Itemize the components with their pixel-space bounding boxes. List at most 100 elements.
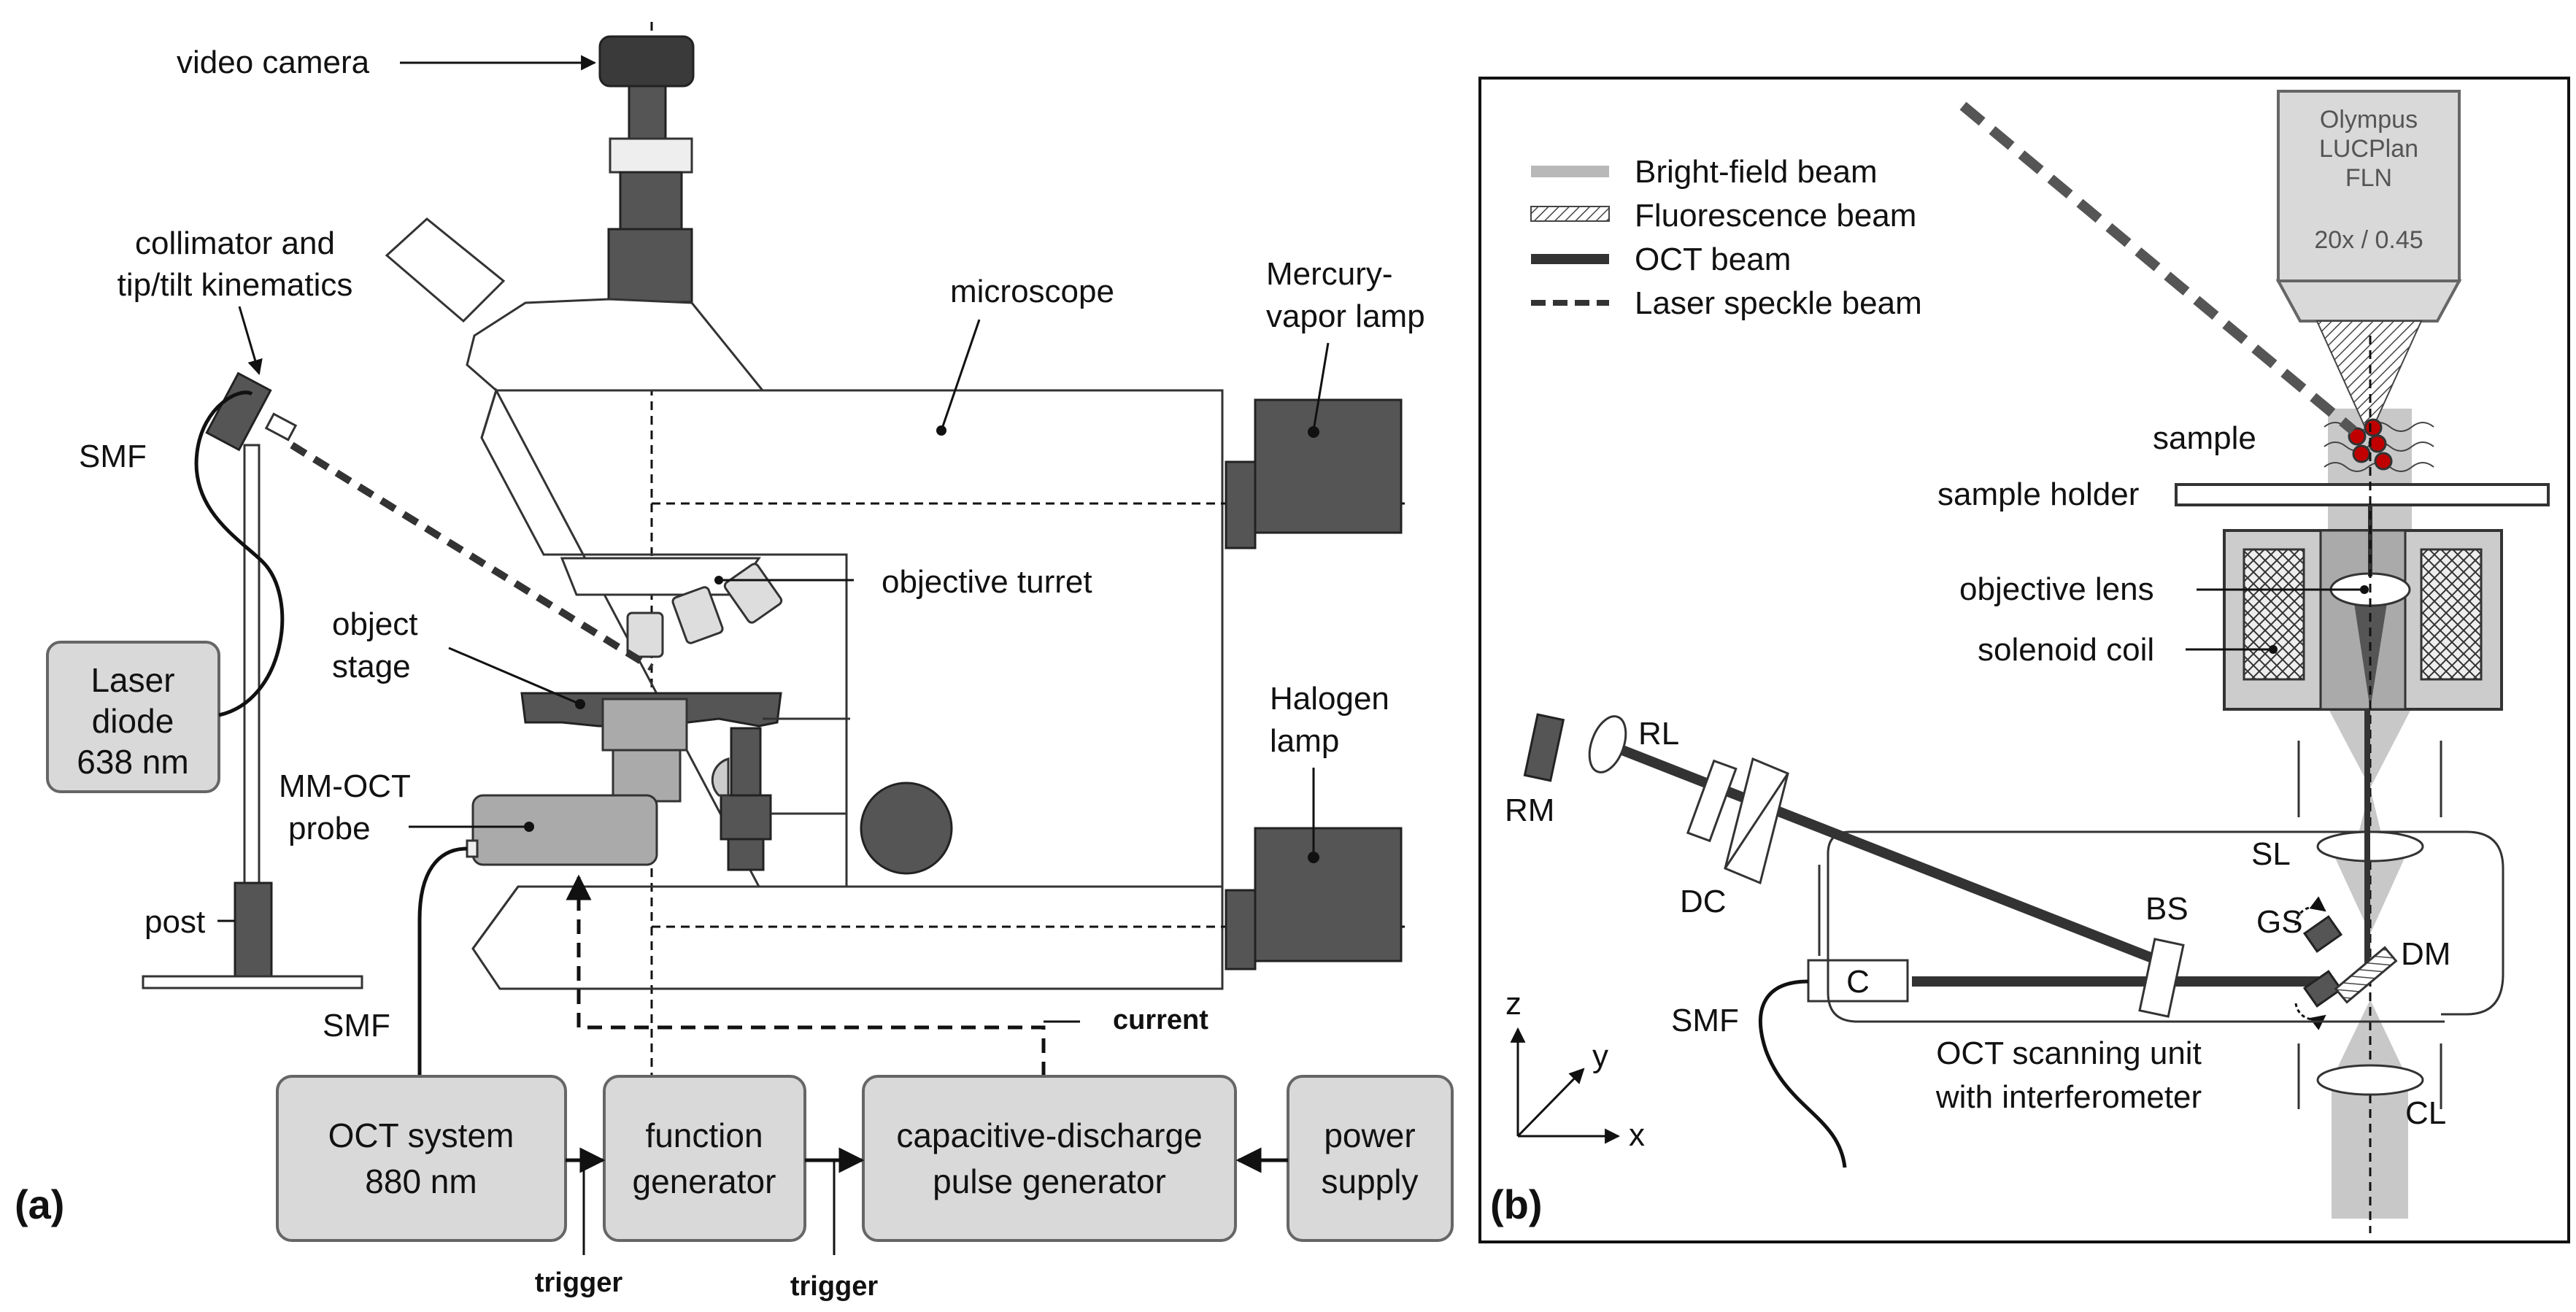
label-dc: DC	[1680, 884, 1727, 919]
label-mmoct-2: probe	[288, 811, 371, 846]
label-sample-holder: sample holder	[1937, 476, 2139, 512]
pulse-box-line1: capacitive-discharge	[896, 1116, 1202, 1154]
stage-holder	[601, 698, 688, 752]
galvo-rotation-arrow-2	[2294, 1003, 2326, 1030]
mmoct-dot	[524, 822, 534, 832]
galvo-rotation-arrow	[2294, 896, 2326, 926]
object-stage-leader	[448, 647, 581, 706]
mercury-lamp-neck	[1225, 460, 1257, 549]
halogen-lamp-housing	[1254, 827, 1403, 962]
power-supply-box	[1287, 1075, 1454, 1242]
label-cl: CL	[2405, 1095, 2446, 1131]
label-trigger-1: trigger	[535, 1267, 623, 1298]
current-path	[566, 874, 1046, 1076]
label-axis-y: y	[1592, 1038, 1608, 1074]
label-mercury-1: Mercury-	[1266, 256, 1393, 292]
label-post: post	[144, 904, 205, 940]
label-sl: SL	[2251, 836, 2291, 872]
laser-diode-box	[46, 641, 220, 793]
label-trigger-2: trigger	[790, 1271, 879, 1302]
label-axis-x: x	[1629, 1117, 1645, 1153]
oct-box-line1: OCT system	[328, 1116, 514, 1154]
power-box-line2: supply	[1322, 1162, 1419, 1200]
solenoid-coil-right	[2420, 548, 2483, 681]
post-clamp	[234, 881, 273, 978]
label-c: C	[1846, 964, 1870, 1000]
mercury-dot	[1308, 426, 1319, 438]
label-gs: GS	[2256, 904, 2303, 940]
label-rm: RM	[1505, 792, 1554, 828]
legend-label-oct: OCT beam	[1635, 242, 1791, 277]
solenoid-dot	[2269, 645, 2278, 654]
label-solenoid-coil: solenoid coil	[1978, 632, 2154, 668]
panel-b-label: (b)	[1490, 1181, 1543, 1227]
laser-box-line2: diode	[92, 702, 174, 740]
collimator-tip	[264, 412, 298, 441]
objective-text-3: FLN	[2345, 164, 2392, 192]
dispersion-compensator-1	[1686, 759, 1738, 843]
func-box-line1: function	[645, 1116, 763, 1154]
scanning-unit-bracket	[1827, 830, 2504, 1023]
label-objective-lens: objective lens	[1959, 571, 2154, 607]
legend-label-speckle: Laser speckle beam	[1635, 285, 1922, 321]
laser-box-line1: Laser	[90, 661, 174, 699]
post-base	[142, 975, 363, 989]
video-camera-body	[598, 35, 695, 88]
label-mercury-2: vapor lamp	[1266, 298, 1425, 334]
func-box-line2: generator	[633, 1162, 776, 1200]
function-generator-box	[603, 1075, 806, 1242]
label-current: current	[1113, 1005, 1208, 1035]
objective-3	[723, 563, 783, 624]
laser-speckle-beam-a	[290, 441, 654, 671]
focus-wheel	[860, 782, 953, 875]
sample-cell-5	[2374, 452, 2393, 471]
legend-label-brightfield: Bright-field beam	[1635, 154, 1878, 190]
microscope-leader	[940, 319, 981, 431]
camera-tube-lower	[607, 228, 693, 304]
oct-box-line2: 880 nm	[365, 1162, 477, 1200]
focus-knob-lower	[727, 838, 765, 871]
smf-b-fiber	[1759, 979, 1847, 1168]
reference-mirror	[1523, 713, 1565, 782]
dichroic-mirror	[2334, 946, 2398, 1004]
mmoct-probe	[471, 794, 658, 866]
microscope-lower-left	[471, 886, 520, 949]
halogen-dot	[1308, 852, 1319, 863]
panel-b: Olympus LUCPlan FLN 20x / 0.45	[1478, 77, 2570, 1243]
sample-cell-1	[2348, 427, 2367, 446]
objective-text-2: LUCPlan	[2319, 135, 2418, 163]
pulse-box-line2: pulse generator	[933, 1162, 1166, 1200]
galvo-scanner-2	[2302, 970, 2343, 1008]
stage-column	[612, 749, 682, 803]
objective-1	[626, 611, 664, 658]
focus-knob-block	[720, 794, 772, 841]
eyepiece-head	[466, 298, 766, 392]
sample-cell-3	[2352, 444, 2371, 463]
label-smf-bottom: SMF	[323, 1008, 390, 1043]
laser-box-line3: 638 nm	[77, 743, 188, 781]
eyepiece	[385, 217, 506, 323]
objective-lens-dot	[2360, 585, 2369, 594]
sample-holder	[2175, 483, 2550, 506]
label-dm: DM	[2401, 936, 2450, 972]
objective-text-4: 20x / 0.45	[2314, 226, 2423, 254]
oct-beam-cone-in-lens	[2353, 598, 2388, 709]
objective-text-1: Olympus	[2320, 106, 2418, 134]
collector-lens	[2316, 1064, 2424, 1096]
reference-lens	[1588, 715, 1627, 773]
panel-a-label: (a)	[15, 1181, 64, 1227]
objective-nose	[2275, 279, 2462, 323]
label-microscope: microscope	[950, 274, 1114, 309]
legend: Bright-field beam Fluorescence beam OCT …	[1530, 154, 1922, 321]
label-scan-unit-2: with interferometer	[1935, 1079, 2202, 1115]
sample-cell-2	[2364, 418, 2383, 437]
mercury-leader	[1312, 342, 1330, 431]
microscope-dot	[936, 425, 946, 436]
mercury-lamp-housing	[1254, 398, 1403, 534]
label-halogen-2: lamp	[1270, 723, 1339, 759]
halogen-lamp-neck	[1225, 889, 1257, 971]
oct-system-box	[276, 1075, 567, 1242]
camera-ring	[609, 137, 693, 174]
mmoct-probe-connector	[466, 839, 479, 858]
turret-dot	[714, 576, 723, 584]
